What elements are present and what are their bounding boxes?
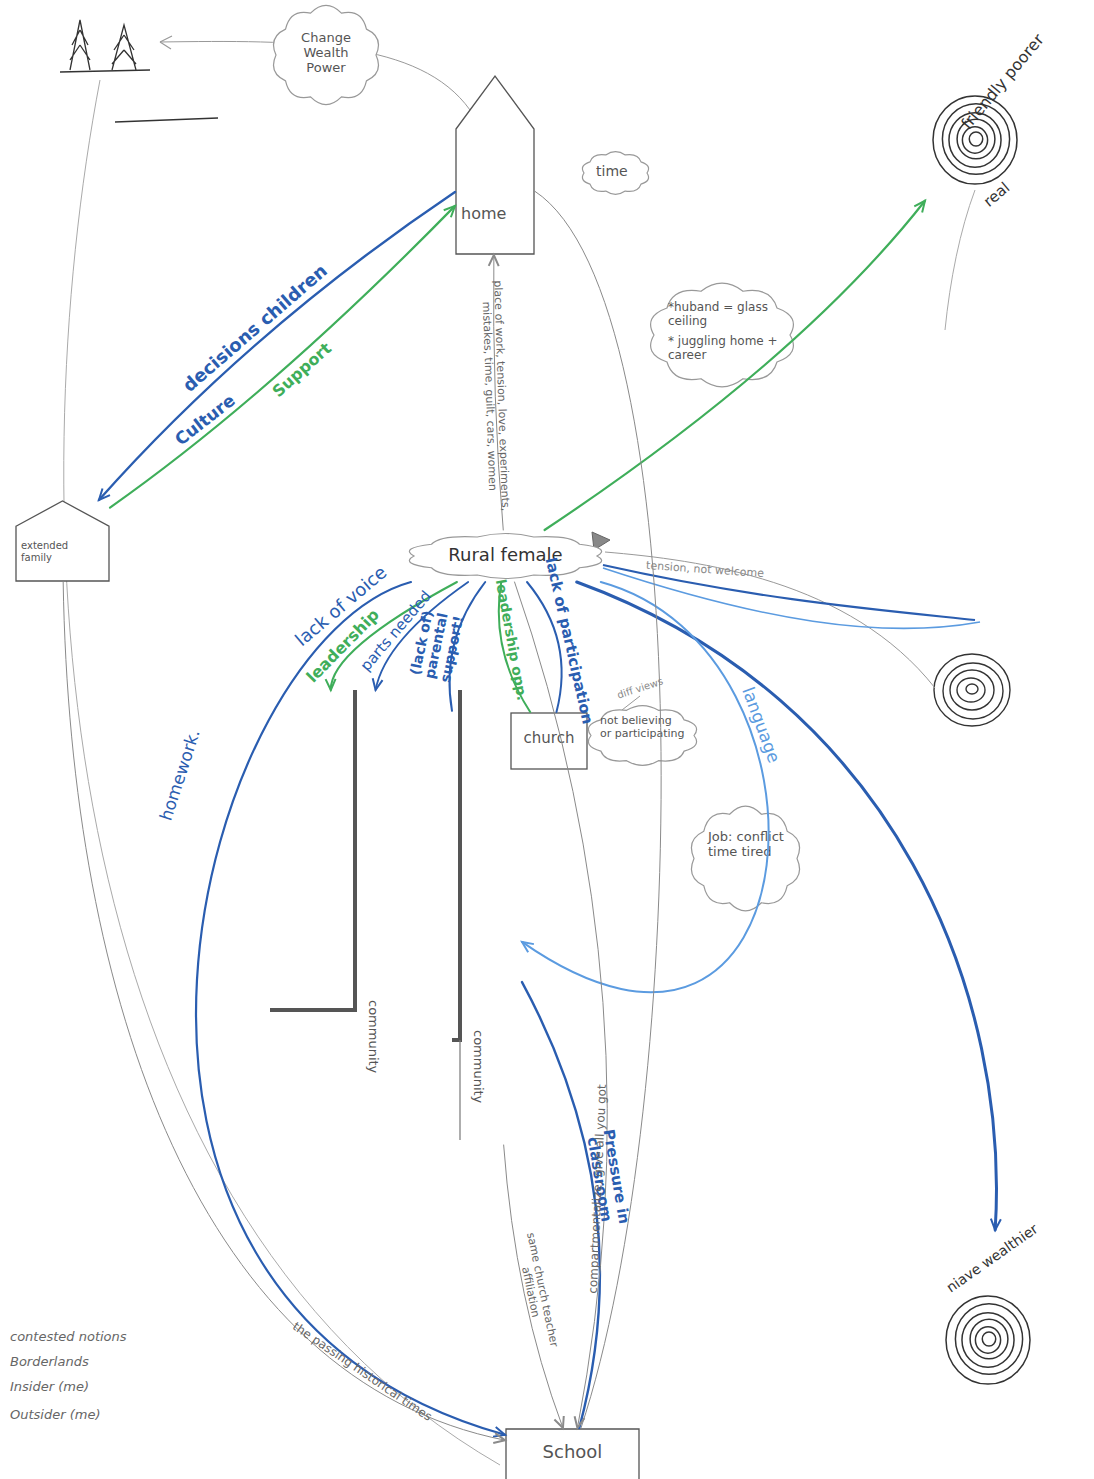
connector (99, 192, 455, 500)
cloud-node: time (578, 148, 653, 198)
school-node: School (505, 1428, 640, 1479)
arrow-head (554, 1416, 563, 1428)
lshape-node: community (270, 690, 400, 1120)
free-label: contested notions (10, 1330, 127, 1344)
edge-label: Support (269, 340, 335, 401)
arrow-head (991, 1219, 1001, 1230)
arrow-head (522, 942, 534, 952)
node-text: extended family (21, 540, 79, 563)
connector (535, 191, 661, 1428)
house-node: extended family (15, 500, 110, 582)
node-text: church (510, 730, 588, 747)
free-label: Insider (me) (10, 1380, 89, 1394)
cloud-node: *huband = glass ceiling * juggling home +… (648, 283, 796, 387)
node-text: time (596, 163, 628, 179)
node-text: Job: conflict time tired (708, 830, 786, 860)
node-text: community (470, 1030, 485, 1103)
arrow-head (99, 488, 110, 500)
arrow-head (493, 1433, 505, 1443)
edge-label: leadership opp. (493, 578, 530, 702)
arrow-head (373, 678, 383, 690)
node-text: real (981, 179, 1014, 210)
rings-node: friendly poorerreal (925, 40, 1040, 215)
free-label: Outsider (me) (10, 1408, 101, 1422)
leader-line (603, 568, 980, 628)
edge-label: lack of participation (542, 556, 596, 726)
leader-line (64, 80, 500, 1465)
free-label: diff views (616, 675, 665, 700)
connector (522, 982, 600, 1428)
arrow-head (489, 255, 499, 266)
arrow-head (326, 679, 336, 690)
edge-label: same church teacher affiliation (510, 1220, 562, 1362)
leader-line (945, 190, 975, 330)
node-text: niave wealthier (943, 1220, 1041, 1295)
node-text: *huband = glass ceiling (668, 301, 780, 329)
leader-line (605, 552, 935, 688)
arrow-head (444, 206, 455, 217)
node-text: community (365, 1000, 380, 1073)
connector (577, 582, 997, 1230)
connector (504, 1145, 563, 1428)
node-text: * juggling home + career (668, 335, 780, 363)
lshape-outline (270, 690, 400, 1120)
cloud-node: Job: conflict time tired (688, 806, 803, 911)
edge-label: place of work, tension, love, experiment… (479, 261, 512, 532)
house-outline (455, 75, 535, 255)
arrow-head (493, 1427, 505, 1437)
node-text: home (461, 205, 506, 223)
edge-label: language (739, 685, 784, 766)
node-text: Change Wealth Power (288, 31, 364, 76)
trees (60, 20, 218, 122)
free-label: homework. (156, 727, 203, 823)
arrow-head (160, 36, 172, 49)
connector (522, 582, 769, 992)
node-text: Rural female (408, 545, 603, 566)
rect-node: church (510, 712, 588, 770)
cloud-node: Rural female (408, 530, 603, 582)
node-text: School (505, 1442, 640, 1463)
cloud-node: not believing or participating (585, 703, 700, 768)
leader-line (603, 565, 975, 620)
connector (63, 582, 505, 1440)
arrow-head (575, 1416, 585, 1428)
free-label: Culture (171, 391, 238, 449)
cloud-node: Change Wealth Power (270, 5, 382, 105)
edge-label: the passing historical times (289, 1320, 433, 1424)
connector (110, 206, 455, 508)
house-node: home (455, 75, 535, 255)
connector (196, 582, 505, 1435)
node-text: not believing or participating (600, 715, 686, 740)
lshape-node: community (452, 690, 522, 1145)
free-label: Borderlands (10, 1355, 89, 1369)
lshape-outline (452, 690, 522, 1145)
connector (545, 201, 925, 530)
arrow-head (914, 201, 925, 213)
ring-symbol (934, 654, 1010, 726)
rings-node: niave wealthier (940, 1230, 1040, 1390)
